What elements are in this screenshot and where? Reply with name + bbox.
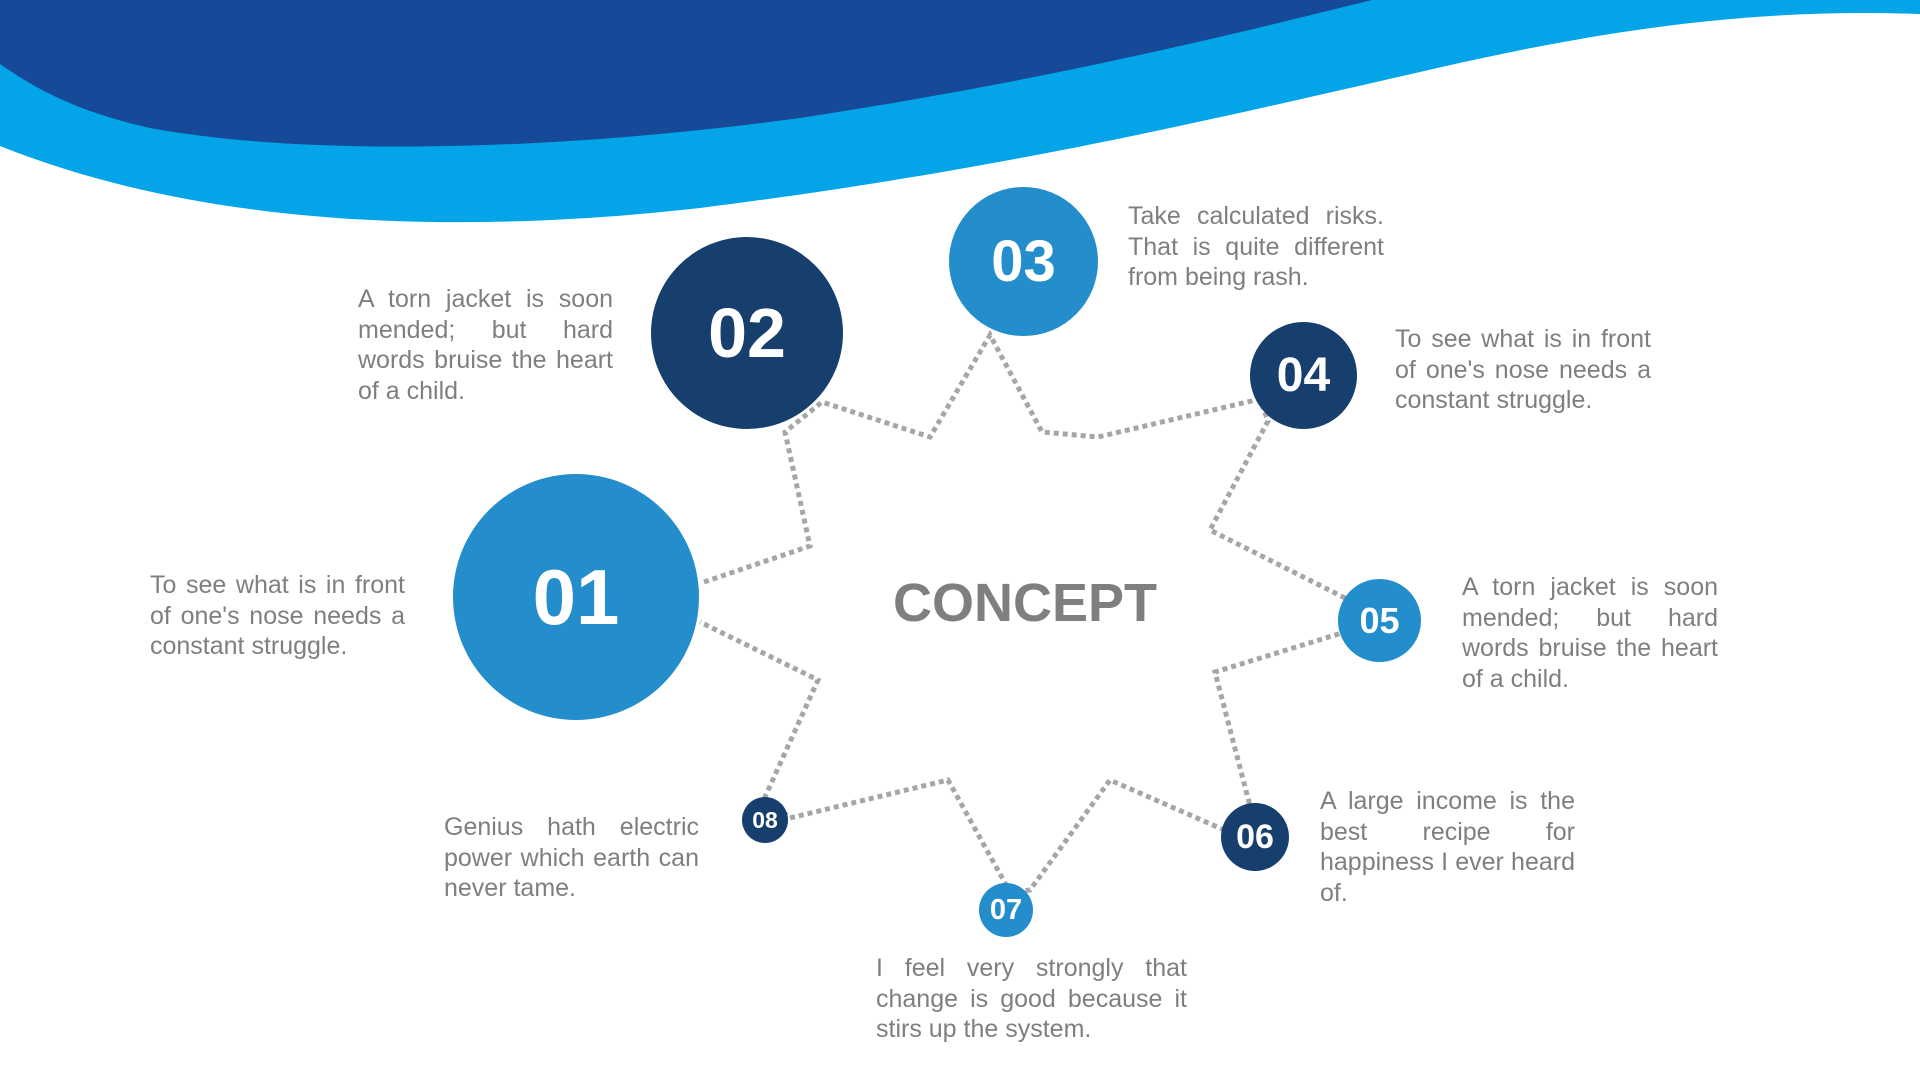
node-06-circle: 06 bbox=[1221, 803, 1289, 871]
node-06-number: 06 bbox=[1236, 817, 1274, 856]
node-07-circle: 07 bbox=[979, 883, 1033, 937]
node-05-circle: 05 bbox=[1338, 579, 1421, 662]
node-02-description: A torn jacket is soon mended; but hard w… bbox=[358, 285, 613, 405]
node-05-description: A torn jacket is soon mended; but hard w… bbox=[1462, 573, 1718, 693]
node-02-circle: 02 bbox=[651, 237, 843, 429]
center-concept-label: CONCEPT bbox=[892, 573, 1157, 633]
node-03-number: 03 bbox=[991, 229, 1056, 294]
node-01-circle: 01 bbox=[453, 474, 699, 720]
node-01-number: 01 bbox=[532, 552, 620, 641]
node-08-circle: 08 bbox=[742, 797, 788, 843]
node-04-circle: 04 bbox=[1250, 322, 1357, 429]
wave-dark-band bbox=[0, 0, 1372, 147]
node-08-number: 08 bbox=[752, 806, 778, 833]
node-07-number: 07 bbox=[989, 893, 1023, 926]
node-03-circle: 03 bbox=[949, 187, 1098, 336]
node-08-description: Genius hath electric power which earth c… bbox=[444, 813, 699, 902]
node-04-number: 04 bbox=[1276, 349, 1331, 402]
node-01-description: To see what is in front of one's nose ne… bbox=[150, 571, 405, 660]
node-02-number: 02 bbox=[708, 294, 786, 372]
node-03-description: Take calculated risks. That is quite dif… bbox=[1128, 202, 1384, 291]
node-07-description: I feel very strongly that change is good… bbox=[876, 954, 1187, 1043]
node-05-number: 05 bbox=[1359, 599, 1400, 641]
header-wave bbox=[0, 0, 1920, 223]
node-06-description: A large income is the best recipe for ha… bbox=[1320, 787, 1575, 907]
node-04-description: To see what is in front of one's nose ne… bbox=[1395, 325, 1651, 414]
